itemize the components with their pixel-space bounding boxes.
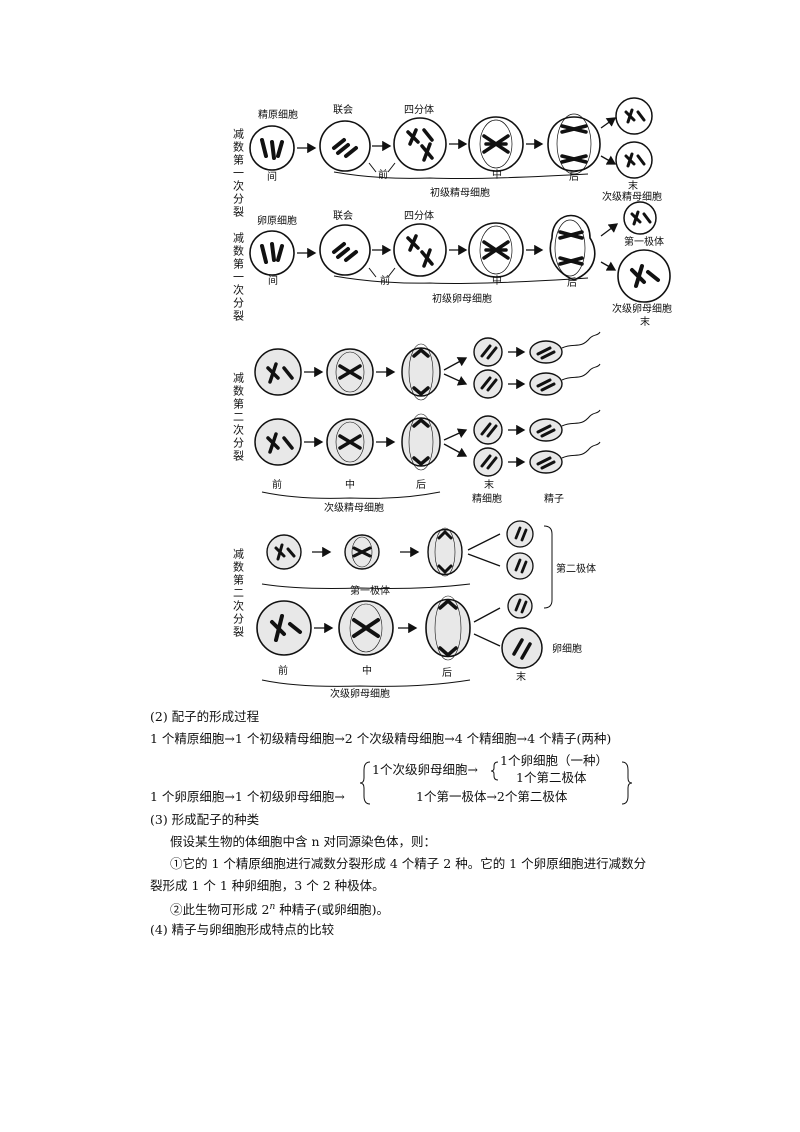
row-sperm-meiosis1: 精原细胞 间 联会 四分体 [249,97,662,203]
label-telophase-r3: 末 [484,478,494,491]
label-anaphase-r1: 后 [569,171,579,183]
paragraph-assumption: 假设某生物的体细胞中含 n 对同源染色体，则： [170,834,436,849]
label-primary-oocyte: 初级卵母细胞 [432,292,492,305]
label-interphase-r2: 间 [268,274,278,287]
label-metaphase-r2: 中 [492,274,502,287]
label-primary-spermatocyte: 初级精母细胞 [430,186,490,199]
label-prophase-r3: 前 [272,478,282,491]
label-oogonium: 卵原细胞 [257,214,297,227]
label-prophase-r1: 前 [378,168,388,181]
label-secondary-spermatocyte: 次级精母细胞 [602,190,662,203]
side-label-meiosis2-sperm: 减数第二次分裂 [232,372,245,463]
label-prophase-r4: 前 [278,664,288,677]
section-4-title: (4) 精子与卵细胞形成特点的比较 [150,922,335,937]
row-egg-meiosis2: 第一极体 第二极体 卵细胞 末 前 中 后 次级卵母细胞 [256,520,596,700]
label-metaphase-r4: 中 [362,664,372,677]
paragraph-point1-line1: ①它的 1 个精原细胞进行减数分裂形成 4 个精子 2 种。它的 1 个卵原细胞… [170,856,647,871]
side-label-meiosis1-sperm: 减数第一次分裂 [232,128,245,219]
egg-branch-top: 1个次级卵母细胞→ [372,762,478,777]
point2-prefix: ②此生物可形成 2 [170,902,270,918]
paragraph-point2: ②此生物可形成 2n 种精子(或卵细胞)。 [170,899,389,918]
label-first-polar-body: 第一极体 [624,235,664,248]
section-3-title: (3) 形成配子的种类 [150,812,260,827]
label-telophase-r2: 末 [640,315,650,328]
label-anaphase-r4: 后 [442,667,452,679]
egg-branch-top-b: 1个第二极体 [516,770,587,785]
point2-suffix: 种精子(或卵细胞)。 [275,902,389,918]
label-second-polar-body: 第二极体 [556,562,596,575]
egg-flow-left: 1 个卵原细胞→1 个初级卵母细胞→ [150,789,345,804]
label-spermatogonium: 精原细胞 [258,108,298,121]
label-egg: 卵细胞 [552,642,582,655]
label-metaphase-r1: 中 [492,168,502,181]
egg-flow-braces [360,761,633,805]
label-secondary-oocyte-r4: 次级卵母细胞 [330,687,390,700]
label-secondary-oocyte: 次级卵母细胞 [612,302,672,315]
label-interphase: 间 [267,170,277,183]
side-label-meiosis1-egg: 减数第一次分裂 [232,232,245,323]
label-sperm: 精子 [544,492,564,505]
sperm-formation-flow: 1 个精原细胞→1 个初级精母细胞→2 个次级精母细胞→4 个精细胞→4 个精子… [150,731,612,746]
label-metaphase-r3: 中 [345,478,355,491]
label-spermatid: 精细胞 [472,492,502,505]
row-egg-meiosis1: 卵原细胞 间 联会 四分体 [249,201,672,328]
egg-branch-bottom: 1个第一极体→2个第二极体 [416,789,568,804]
label-synapsis: 联会 [333,103,353,116]
label-telophase-r4: 末 [516,670,526,683]
section-2-title: (2) 配子的形成过程 [150,709,260,724]
label-anaphase-r2: 后 [567,277,577,289]
label-prophase-r2: 前 [380,274,390,287]
label-first-polar-body-r4: 第一极体 [350,584,390,597]
label-anaphase-r3: 后 [416,479,426,491]
label-secondary-spermatocyte-r3: 次级精母细胞 [324,501,384,514]
point2-exponent: n [269,902,276,912]
label-synapsis-r2: 联会 [333,209,353,222]
egg-branch-top-a: 1个卵细胞（一种） [500,753,608,768]
meiosis-diagram: 减数第一次分裂 减数第一次分裂 减数第二次分裂 减数第二次分裂 精原细胞 间 联… [232,97,672,700]
label-telophase-r1: 末 [628,179,638,192]
label-tetrad: 四分体 [404,104,434,116]
paragraph-point1-line2: 裂形成 1 个 1 种卵细胞，3 个 2 种极体。 [150,878,385,893]
row-sperm-meiosis2: 前 中 后 末 次级精母细胞 精细胞 精子 [254,331,601,514]
label-tetrad-r2: 四分体 [404,210,434,222]
side-label-meiosis2-egg: 减数第二次分裂 [232,548,245,639]
